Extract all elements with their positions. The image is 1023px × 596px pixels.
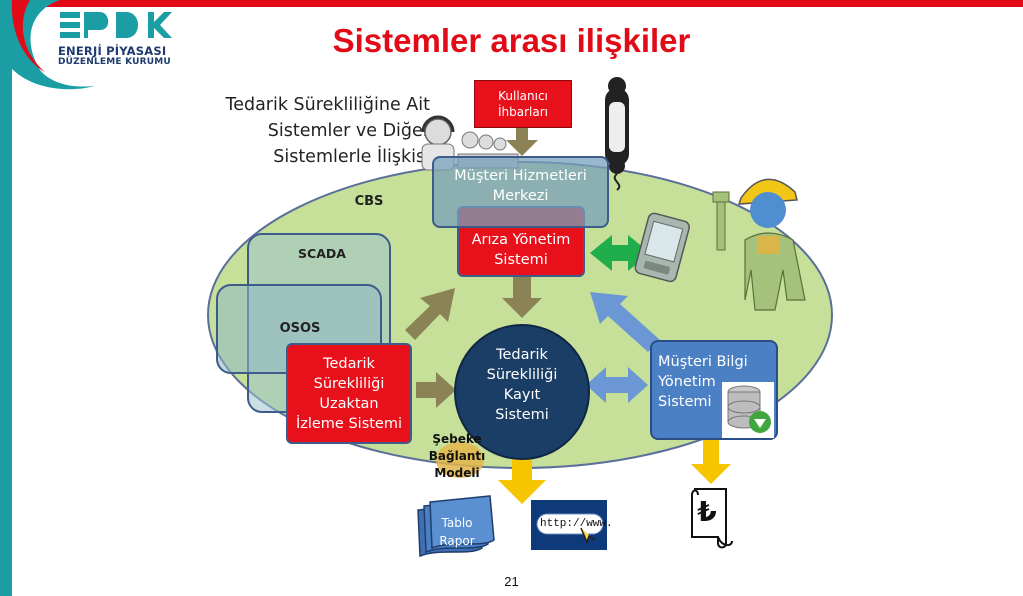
tedarik-kayit-label: Tedarik Sürekliliği Kayıt Sistemi (470, 345, 574, 425)
tablo-rapor-label: Tablo Rapor (428, 514, 486, 550)
musteri-hizmetleri-line-2: Merkezi (492, 188, 549, 204)
subtitle-line-1: Tedarik Sürekliliğine Ait (225, 95, 430, 115)
web-browser-icon (531, 500, 607, 550)
document-stack-icon (417, 495, 495, 558)
tedarik-kayit-line-4: Sistemi (495, 407, 549, 423)
tedarik-kayit-line-2: Sürekliliği (486, 367, 558, 383)
musteri-hizmetleri-box: Müşteri Hizmetleri Merkezi (432, 156, 609, 228)
osos-label: OSOS (279, 321, 321, 336)
tedarik-kayit-line-1: Tedarik (496, 347, 548, 363)
musteri-bilgi-line-3: Sistemi (658, 394, 712, 410)
logo-line-1: ENERJİ PİYASASI (58, 44, 167, 58)
blue-arrow-up-left (590, 292, 660, 352)
left-accent-bar (0, 0, 12, 596)
musteri-bilgi-box: Müşteri Bilgi Yönetim Sistemi (650, 340, 778, 440)
http-label: http://www. (540, 518, 613, 530)
scada-label: SCADA (298, 246, 346, 261)
blue-double-arrow (586, 367, 648, 403)
musteri-hizmetleri-line-1: Müşteri Hizmetleri (454, 168, 587, 184)
subtitle-line-2: Sistemler ve Diğer (267, 121, 430, 141)
kullanici-ihbarlari-box: Kullanıcı İhbarları (474, 80, 572, 128)
currency-symbol: ₺ (697, 495, 717, 528)
ariza-yonetim-box: Arıza Yönetim Sistemi (457, 206, 585, 277)
handheld-terminal-icon (634, 212, 690, 283)
sebeke-blob (436, 442, 484, 478)
uzaktan-line-3: Uzaktan (319, 395, 379, 412)
tedarik-kayit-line-3: Kayıt (503, 387, 541, 403)
musteri-bilgi-line-1: Müşteri Bilgi (658, 354, 748, 370)
cbs-label: CBS (354, 194, 384, 209)
page-number: 21 (504, 574, 519, 589)
database-icon (722, 382, 774, 438)
kullanici-line-2: İhbarları (497, 105, 548, 119)
field-technician-icon (712, 178, 806, 311)
olive-arrow-down (502, 276, 542, 318)
logo-swoosh-icon (0, 0, 172, 90)
olive-arrow-up-right (405, 288, 455, 340)
olive-arrow-down-top (506, 128, 538, 156)
uzaktan-line-2: Sürekliliği (313, 375, 385, 392)
uzaktan-line-4: İzleme Sistemi (295, 415, 403, 432)
sebeke-line-2: Bağlantı (428, 449, 486, 463)
tablo-line-2: Rapor (439, 534, 475, 548)
yellow-arrow-down-center (498, 453, 546, 504)
tablo-line-1: Tablo (441, 516, 473, 530)
logo-line-2: DÜZENLEME KURUMU (58, 57, 171, 67)
epdk-logo: ENERJİ PİYASASI DÜZENLEME KURUMU (0, 0, 195, 92)
ariza-line-2: Sistemi (494, 251, 548, 268)
database-icon-overlay (722, 382, 774, 438)
diagram-subtitle: Tedarik Sürekliliğine Ait Sistemler ve D… (190, 92, 430, 170)
subtitle-line-3: Sistemlerle İlişkisi (273, 147, 430, 167)
uzaktan-line-1: Tedarik (323, 355, 375, 372)
sebeke-line-3: Modeli (434, 466, 480, 480)
ariza-line-1: Arıza Yönetim (471, 231, 571, 248)
green-double-arrow (590, 235, 650, 271)
page-title: Sistemler arası ilişkiler (332, 22, 691, 59)
invoice-scroll-icon (691, 488, 733, 549)
uzaktan-izleme-box: Tedarik Sürekliliği Uzaktan İzleme Siste… (286, 343, 412, 444)
top-accent-bar (0, 0, 1023, 7)
musteri-bilgi-line-2: Yönetim (658, 374, 716, 390)
yellow-arrow-down-right (691, 440, 731, 484)
tedarik-kayit-circle (454, 324, 590, 460)
kullanici-line-1: Kullanıcı (498, 89, 548, 103)
olive-arrow-right (416, 372, 456, 408)
sebeke-line-1: Şebeke (432, 432, 482, 446)
telephone-handset-icon (605, 77, 629, 191)
sebeke-label: Şebeke Bağlantı Modeli (424, 431, 490, 482)
